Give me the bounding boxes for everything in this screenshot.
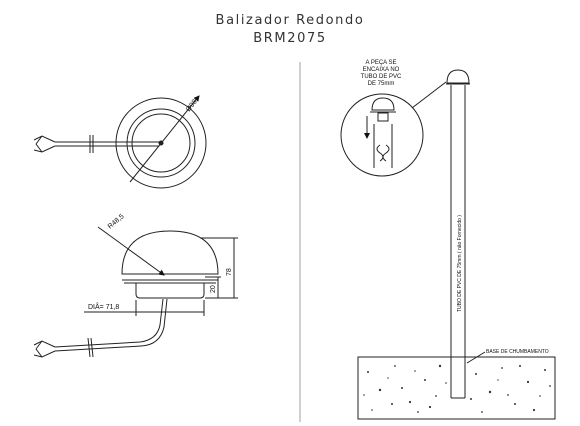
inner-circle-2 xyxy=(131,113,191,173)
concrete-base xyxy=(357,356,556,420)
outer-circle xyxy=(115,97,207,189)
dome xyxy=(121,230,219,275)
callout-line-4: DE 75mm xyxy=(368,81,395,87)
diameter-label: Ø98 xyxy=(185,98,199,113)
installation-view xyxy=(340,69,556,420)
tube-label: TUBO DE PVC DE 75mm ( não Fornecido ) xyxy=(457,215,463,312)
base-leader xyxy=(466,351,486,364)
drawing-title: Balizador Redondo xyxy=(215,13,365,28)
detail-circle xyxy=(340,93,424,177)
side-view xyxy=(33,226,238,358)
base-collar xyxy=(135,283,205,299)
lamp-dome xyxy=(446,69,470,84)
cable-side-2 xyxy=(54,298,168,352)
height-base-label: 20 xyxy=(210,285,217,293)
wire-end-top xyxy=(33,135,56,153)
top-view xyxy=(33,95,207,189)
height-total-label: 78 xyxy=(226,268,233,276)
cable-clamp-d xyxy=(90,337,94,358)
base-label: BASE DE CHUMBAMENTO xyxy=(486,349,549,355)
detail-stem xyxy=(377,112,389,122)
cable-clamp-c xyxy=(87,337,91,358)
callout-line-2: ENCAIXA NO xyxy=(363,67,400,73)
detail-wire xyxy=(376,144,390,162)
inner-circle-1 xyxy=(126,108,196,178)
radius-label: R48,5 xyxy=(107,213,126,230)
callout-line-3: TUBO DE PVC xyxy=(361,74,402,80)
radius-leader xyxy=(97,226,165,276)
wire-end-side xyxy=(33,340,56,358)
concrete-speckle xyxy=(363,364,551,413)
base-diameter-label: DIÂ= 71,8 xyxy=(88,302,119,311)
detail-leader xyxy=(411,81,447,109)
detail-dome xyxy=(371,97,395,111)
product-code: BRM2075 xyxy=(253,31,327,46)
diameter-line xyxy=(129,95,200,183)
callout-line-1: A PEÇA SE xyxy=(365,60,396,66)
cable-side-1 xyxy=(54,298,164,348)
